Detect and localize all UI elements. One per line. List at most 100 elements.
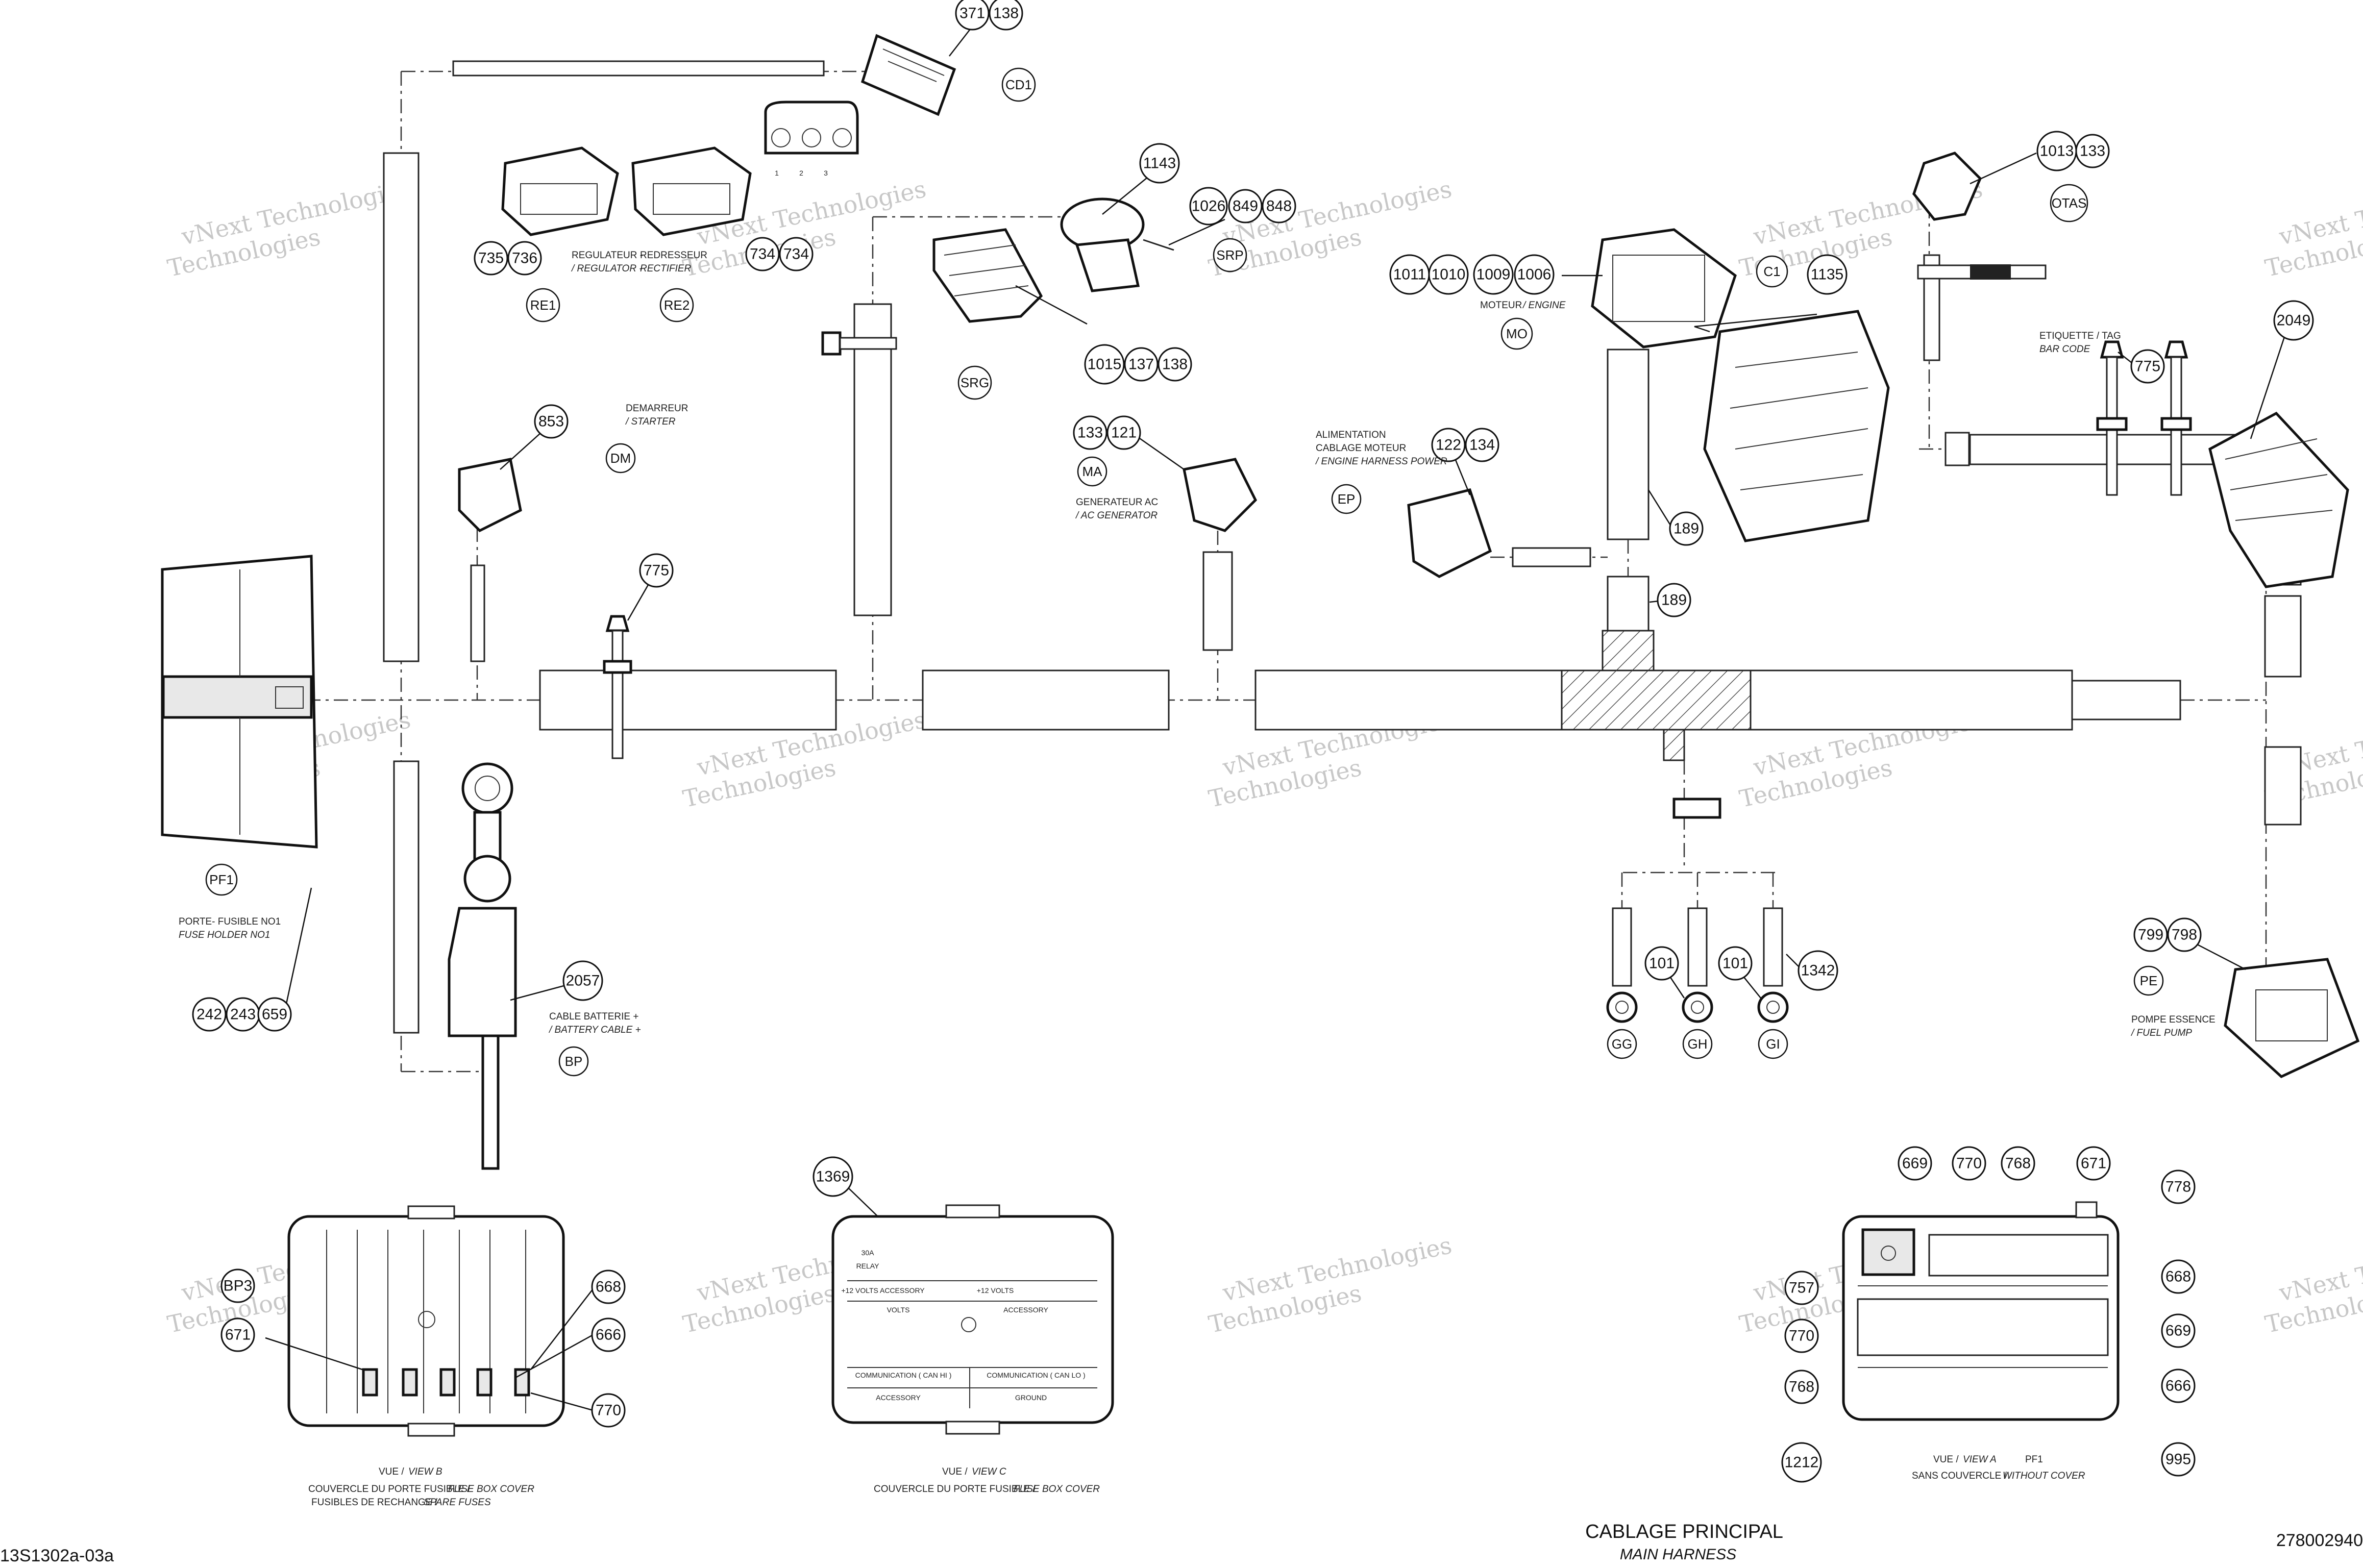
svg-text:GH: GH: [1688, 1036, 1708, 1052]
ref-mo: MO: [1500, 317, 1533, 350]
callout-775: 775: [639, 553, 674, 588]
tag-block: [1944, 432, 1970, 466]
callout-101: 101: [1644, 946, 1679, 981]
connector-re1: [501, 146, 619, 236]
callout-243: 243: [226, 997, 260, 1032]
porte-fusible-label: PORTE- FUSIBLE NO1: [179, 916, 281, 927]
svg-text:798: 798: [2172, 927, 2197, 943]
svg-text:138: 138: [1162, 356, 1188, 373]
callout-757: 757: [1784, 1271, 1819, 1305]
fuse-box-cover-c-fr: COUVERCLE DU PORTE FUSIBLE /: [874, 1484, 1036, 1495]
callout-768: 768: [1784, 1370, 1819, 1404]
callout-734: 734: [779, 237, 814, 271]
cable-tie-small: [821, 331, 897, 356]
svg-text:BP3: BP3: [224, 1278, 253, 1295]
svg-text:770: 770: [1789, 1328, 1814, 1345]
ground-ring-terminals: [1606, 798, 1789, 1023]
pin-label: 1: [775, 169, 779, 177]
svg-text:671: 671: [2081, 1155, 2106, 1172]
svg-text:GG: GG: [1612, 1036, 1632, 1052]
callout-768: 768: [2001, 1146, 2035, 1181]
connector-mo: [1591, 228, 1737, 349]
callout-1015: 1015: [1084, 344, 1125, 385]
harness-trunk: [306, 60, 2302, 1073]
ref-otas: OTAS: [2050, 184, 2088, 222]
view-a-fuse-box: [1842, 1201, 2120, 1421]
callout-1026: 1026: [1189, 187, 1228, 226]
callout-138: 138: [1158, 347, 1192, 382]
svg-text:775: 775: [2135, 358, 2160, 375]
reference-designators: CD1 RE1 RE2 SRP SRG MO C1 OTAS DM MA EP …: [205, 67, 2164, 1077]
junction-splice: [1561, 630, 1752, 761]
svg-text:1143: 1143: [1143, 155, 1176, 172]
svg-text:101: 101: [1722, 955, 1748, 972]
svg-text:848: 848: [1266, 198, 1292, 215]
ref-gi: GI: [1758, 1029, 1788, 1059]
branch-sleeve: [393, 760, 420, 1034]
svg-text:SRP: SRP: [1216, 247, 1243, 263]
ref-srp: SRP: [1213, 238, 1247, 272]
svg-text:734: 734: [783, 246, 809, 263]
leader-lines: [265, 26, 2291, 1411]
callout-770: 770: [1952, 1146, 1986, 1181]
connector-srp: [1060, 197, 1174, 292]
fuel-pump-label: / FUEL PUMP: [2130, 1028, 2192, 1038]
ref-srg: SRG: [957, 365, 992, 400]
drawing-number-left: 13S1302a-03a: [0, 1546, 114, 1565]
fuse-12v-label: +12 VOLTS: [977, 1286, 1014, 1295]
view-c-caption-en: VIEW C: [972, 1466, 1006, 1477]
battery-cable: [448, 762, 517, 1170]
svg-text:243: 243: [230, 1006, 256, 1023]
callout-668: 668: [2161, 1259, 2196, 1294]
callout-122: 122: [1431, 428, 1466, 462]
fuse-volts-label: VOLTS: [887, 1306, 910, 1314]
callout-189: 189: [1657, 583, 1691, 617]
svg-text:189: 189: [1673, 520, 1699, 537]
svg-text:770: 770: [1956, 1155, 1982, 1172]
svg-text:GI: GI: [1766, 1036, 1780, 1052]
alimentation-label: ALIMENTATION: [1316, 430, 1386, 440]
connector-pe: [2224, 958, 2360, 1078]
svg-text:768: 768: [2005, 1155, 2031, 1172]
svg-text:668: 668: [2165, 1268, 2191, 1285]
drawing-number-right: 278002940: [2276, 1531, 2363, 1550]
trunk-sleeve: [2071, 680, 2181, 720]
svg-text:775: 775: [644, 562, 669, 579]
svg-text:133: 133: [2080, 143, 2105, 160]
callout-775: 775: [2130, 349, 2165, 384]
callout-735: 735: [474, 241, 508, 276]
callout-734: 734: [745, 237, 780, 271]
svg-text:1026: 1026: [1192, 198, 1226, 215]
callout-736: 736: [507, 241, 542, 276]
svg-text:799: 799: [2138, 927, 2163, 943]
callout-1369: 1369: [813, 1156, 853, 1197]
branch-sleeve: [853, 303, 892, 616]
svg-text:CD1: CD1: [1005, 77, 1032, 92]
callout-bp3: BP3: [220, 1268, 255, 1303]
ref-dm: DM: [605, 443, 636, 474]
svg-text:189: 189: [1661, 592, 1687, 609]
bar-code-label: BAR CODE: [2039, 344, 2090, 355]
regulator-label: / REGULATOR -: [571, 263, 643, 274]
callout-138: 138: [989, 0, 1023, 31]
ref-cd1: CD1: [1001, 67, 1036, 102]
pin-label: 3: [824, 169, 828, 177]
callout-133: 133: [2075, 134, 2110, 168]
svg-text:OTAS: OTAS: [2052, 195, 2087, 211]
svg-text:101: 101: [1649, 955, 1675, 972]
fuse-ground-label: GROUND: [1015, 1393, 1047, 1402]
branch-sleeve: [2264, 595, 2302, 678]
callout-1009: 1009: [1473, 254, 1514, 295]
svg-text:MO: MO: [1506, 326, 1528, 341]
without-cover-fr: SANS COUVERCLE /: [1912, 1471, 2007, 1481]
svg-text:138: 138: [993, 5, 1019, 22]
fuse-acc-label: +12 VOLTS ACCESSORY: [841, 1286, 925, 1295]
connector-c1: [1703, 310, 1890, 542]
ref-re1: RE1: [526, 288, 560, 322]
ref-bp: BP: [558, 1046, 589, 1077]
svg-text:MA: MA: [1082, 464, 1103, 479]
svg-text:C1: C1: [1763, 264, 1780, 279]
svg-text:735: 735: [478, 250, 504, 267]
callout-671: 671: [2076, 1146, 2111, 1181]
svg-text:SRG: SRG: [961, 375, 989, 390]
